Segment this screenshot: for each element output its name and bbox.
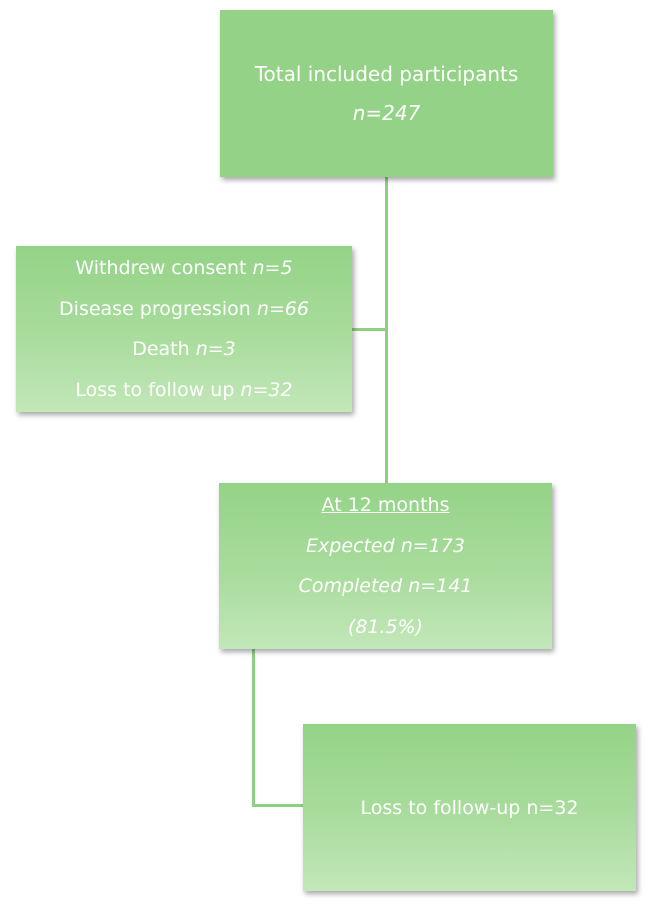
exclusion-label: Loss to follow up — [75, 378, 235, 401]
twelve-months-heading: At 12 months — [321, 494, 450, 516]
exclusions-box: Withdrew consent n=5 Disease progression… — [16, 246, 352, 412]
exclusion-label: Withdrew consent — [75, 257, 247, 279]
loss-followup-label: Loss to follow-up n=32 — [360, 796, 579, 819]
connector-to-exclusions — [352, 328, 386, 331]
twelve-months-box: At 12 months Expected n=173 Completed n=… — [219, 483, 552, 649]
loss-followup-box: Loss to follow-up n=32 — [303, 724, 636, 891]
expected-count: Expected n=173 — [306, 534, 465, 557]
exclusion-count: n=66 — [256, 297, 309, 320]
connector-12-months-down — [252, 649, 255, 806]
total-participants-label: Total included participants — [254, 61, 519, 86]
connector-total-to-12-months — [385, 177, 388, 483]
exclusion-count: n=3 — [195, 338, 236, 360]
exclusion-count: n=5 — [252, 257, 293, 279]
exclusion-row: Disease progression n=66 — [59, 289, 309, 330]
total-participants-count: n=247 — [352, 100, 421, 125]
exclusion-row: Loss to follow up n=32 — [75, 370, 292, 411]
connector-to-loss-followup — [252, 804, 303, 807]
total-participants-box: Total included participants n=247 — [220, 10, 553, 177]
exclusion-row: Withdrew consent n=5 — [75, 248, 292, 289]
exclusion-label: Death — [132, 338, 190, 360]
completed-count: Completed n=141 — [298, 575, 473, 597]
exclusion-row: Death n=3 — [132, 329, 236, 370]
completion-percent: (81.5%) — [347, 615, 424, 638]
exclusion-count: n=32 — [240, 378, 293, 401]
exclusion-label: Disease progression — [59, 297, 251, 320]
